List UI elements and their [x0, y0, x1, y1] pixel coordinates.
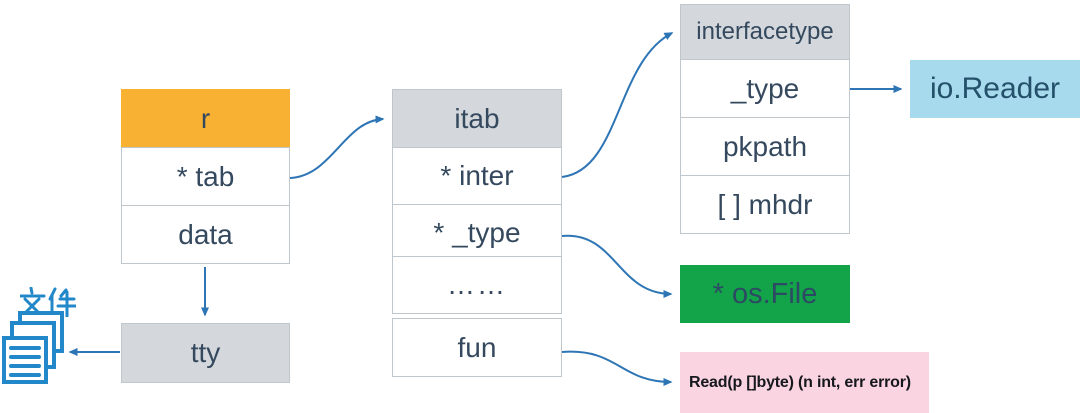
file-label: 文件 — [18, 286, 78, 318]
itab-struct-table: itab * inter * _type …… fun — [392, 89, 562, 377]
interfacetype-field-mhdr: [ ] mhdr — [680, 175, 850, 234]
os-file-box: * os.File — [680, 265, 850, 323]
interfacetype-header: interfacetype — [680, 4, 850, 60]
r-struct-field-tab: * tab — [121, 147, 290, 206]
interfacetype-struct-table: interfacetype _type pkpath [ ] mhdr — [680, 4, 850, 234]
itab-field-ellipsis: …… — [392, 256, 562, 314]
file-label-glyphs — [18, 286, 78, 318]
arrow-itabtype-to-osfile — [561, 234, 673, 298]
arrow-fun-to-method — [561, 350, 673, 386]
arrow-tab-to-itab — [289, 115, 385, 179]
itab-header: itab — [392, 89, 562, 148]
interfacetype-field-type: _type — [680, 59, 850, 118]
itab-field-type: * _type — [392, 204, 562, 262]
method-signature-box: Read(p []byte) (n int, err error) — [680, 352, 929, 413]
arrow-inter-to-interfacetype — [561, 32, 674, 178]
file-stack-icon — [2, 311, 64, 384]
r-struct-table: r * tab data — [121, 89, 290, 264]
itab-field-fun: fun — [392, 318, 562, 377]
io-reader-box: io.Reader — [910, 60, 1080, 118]
r-struct-header: r — [121, 89, 290, 148]
itab-field-inter: * inter — [392, 147, 562, 205]
tty-box: tty — [121, 323, 290, 383]
r-struct-field-data: data — [121, 205, 290, 264]
interfacetype-field-pkpath: pkpath — [680, 117, 850, 176]
